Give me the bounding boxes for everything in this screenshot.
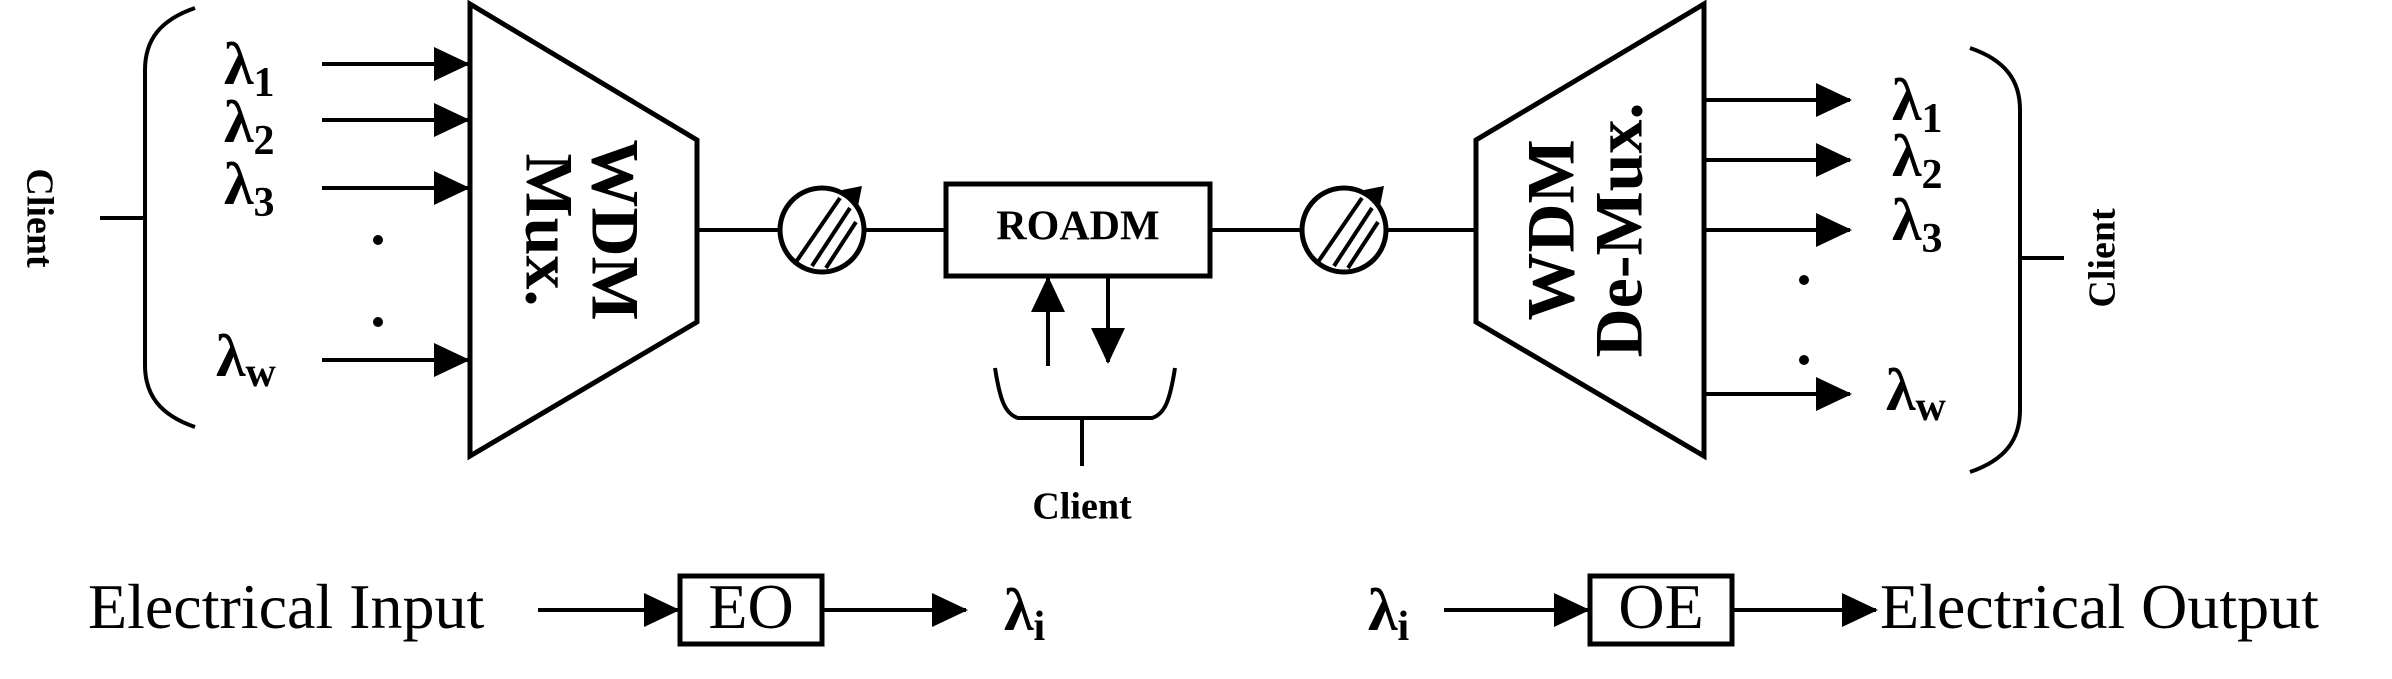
output-wavelength-labels: λ1 λ2 λ3 λw (1886, 67, 1946, 430)
legend-electrical-output: Electrical Output (1880, 571, 2319, 642)
demux-label: WDM De-Mux. (1513, 103, 1657, 358)
output-lambda-1-sub: 1 (1921, 96, 1942, 142)
output-lambda-w: λw (1886, 357, 1946, 430)
output-ellipsis-dot-1 (1799, 275, 1809, 285)
input-lambda-1-symbol: λ (224, 31, 254, 97)
input-lambda-w: λw (216, 323, 276, 396)
mux-label-line1: WDM (577, 139, 653, 320)
output-lambda-2-symbol: λ (1892, 123, 1922, 189)
mux-label: WDM Mux. (511, 139, 653, 320)
output-lambda-w-sub: w (1915, 384, 1946, 430)
input-lambda-2-sub: 2 (253, 118, 274, 164)
legend-eo-label: EO (708, 571, 793, 642)
legend-lambda-i-left: λi (1004, 577, 1045, 650)
output-lambda-3: λ3 (1892, 187, 1942, 262)
legend-lambda-i-left-sub: i (1033, 604, 1045, 650)
output-lambda-1: λ1 (1892, 67, 1942, 142)
legend-oe-label: OE (1618, 571, 1703, 642)
input-lambda-1-sub: 1 (253, 60, 274, 106)
legend-lambda-i-right-sub: i (1397, 604, 1409, 650)
legend-electrical-input: Electrical Input (88, 571, 484, 642)
mux-label-line2: Mux. (511, 154, 587, 307)
input-lambda-2-symbol: λ (224, 89, 254, 155)
input-lambda-w-sub: w (245, 350, 276, 396)
output-lambda-w-symbol: λ (1886, 357, 1916, 423)
input-ellipsis-dot-2 (373, 317, 383, 327)
output-lambda-2-sub: 2 (1921, 152, 1942, 198)
left-client-label: Client (18, 168, 60, 268)
wdm-mux-block (467, 0, 700, 461)
input-lambda-w-symbol: λ (216, 323, 246, 389)
input-lambda-3: λ3 (224, 151, 274, 226)
output-lambda-3-sub: 3 (1921, 216, 1942, 262)
bottom-client-bracket (993, 367, 1177, 420)
input-lambda-3-symbol: λ (224, 151, 254, 217)
input-lambda-1: λ1 (224, 31, 274, 106)
input-ellipsis-dot-1 (373, 235, 383, 245)
amplifier-2-icon (1299, 185, 1389, 275)
input-lambda-2: λ2 (224, 89, 274, 164)
amplifier-1-icon (777, 185, 867, 275)
right-client-label: Client (2082, 208, 2124, 308)
legend-lambda-i-right: λi (1368, 577, 1409, 650)
output-lambda-2: λ2 (1892, 123, 1942, 198)
legend-lambda-i-left-symbol: λ (1004, 577, 1034, 643)
wdm-demux-block (1473, 0, 1707, 461)
right-client-bracket (1969, 46, 2022, 474)
output-lambda-3-symbol: λ (1892, 187, 1922, 253)
demux-label-line2: De-Mux. (1581, 103, 1657, 358)
roadm-label: ROADM (996, 204, 1159, 250)
output-ellipsis-dot-2 (1799, 355, 1809, 365)
left-client-bracket (143, 6, 196, 429)
input-wavelength-labels: λ1 λ2 λ3 λw (216, 31, 276, 396)
demux-label-line1: WDM (1513, 139, 1589, 320)
bottom-client-label: Client (1032, 486, 1132, 528)
input-lambda-3-sub: 3 (253, 180, 274, 226)
output-lambda-1-symbol: λ (1892, 67, 1922, 133)
legend-lambda-i-right-symbol: λ (1368, 577, 1398, 643)
